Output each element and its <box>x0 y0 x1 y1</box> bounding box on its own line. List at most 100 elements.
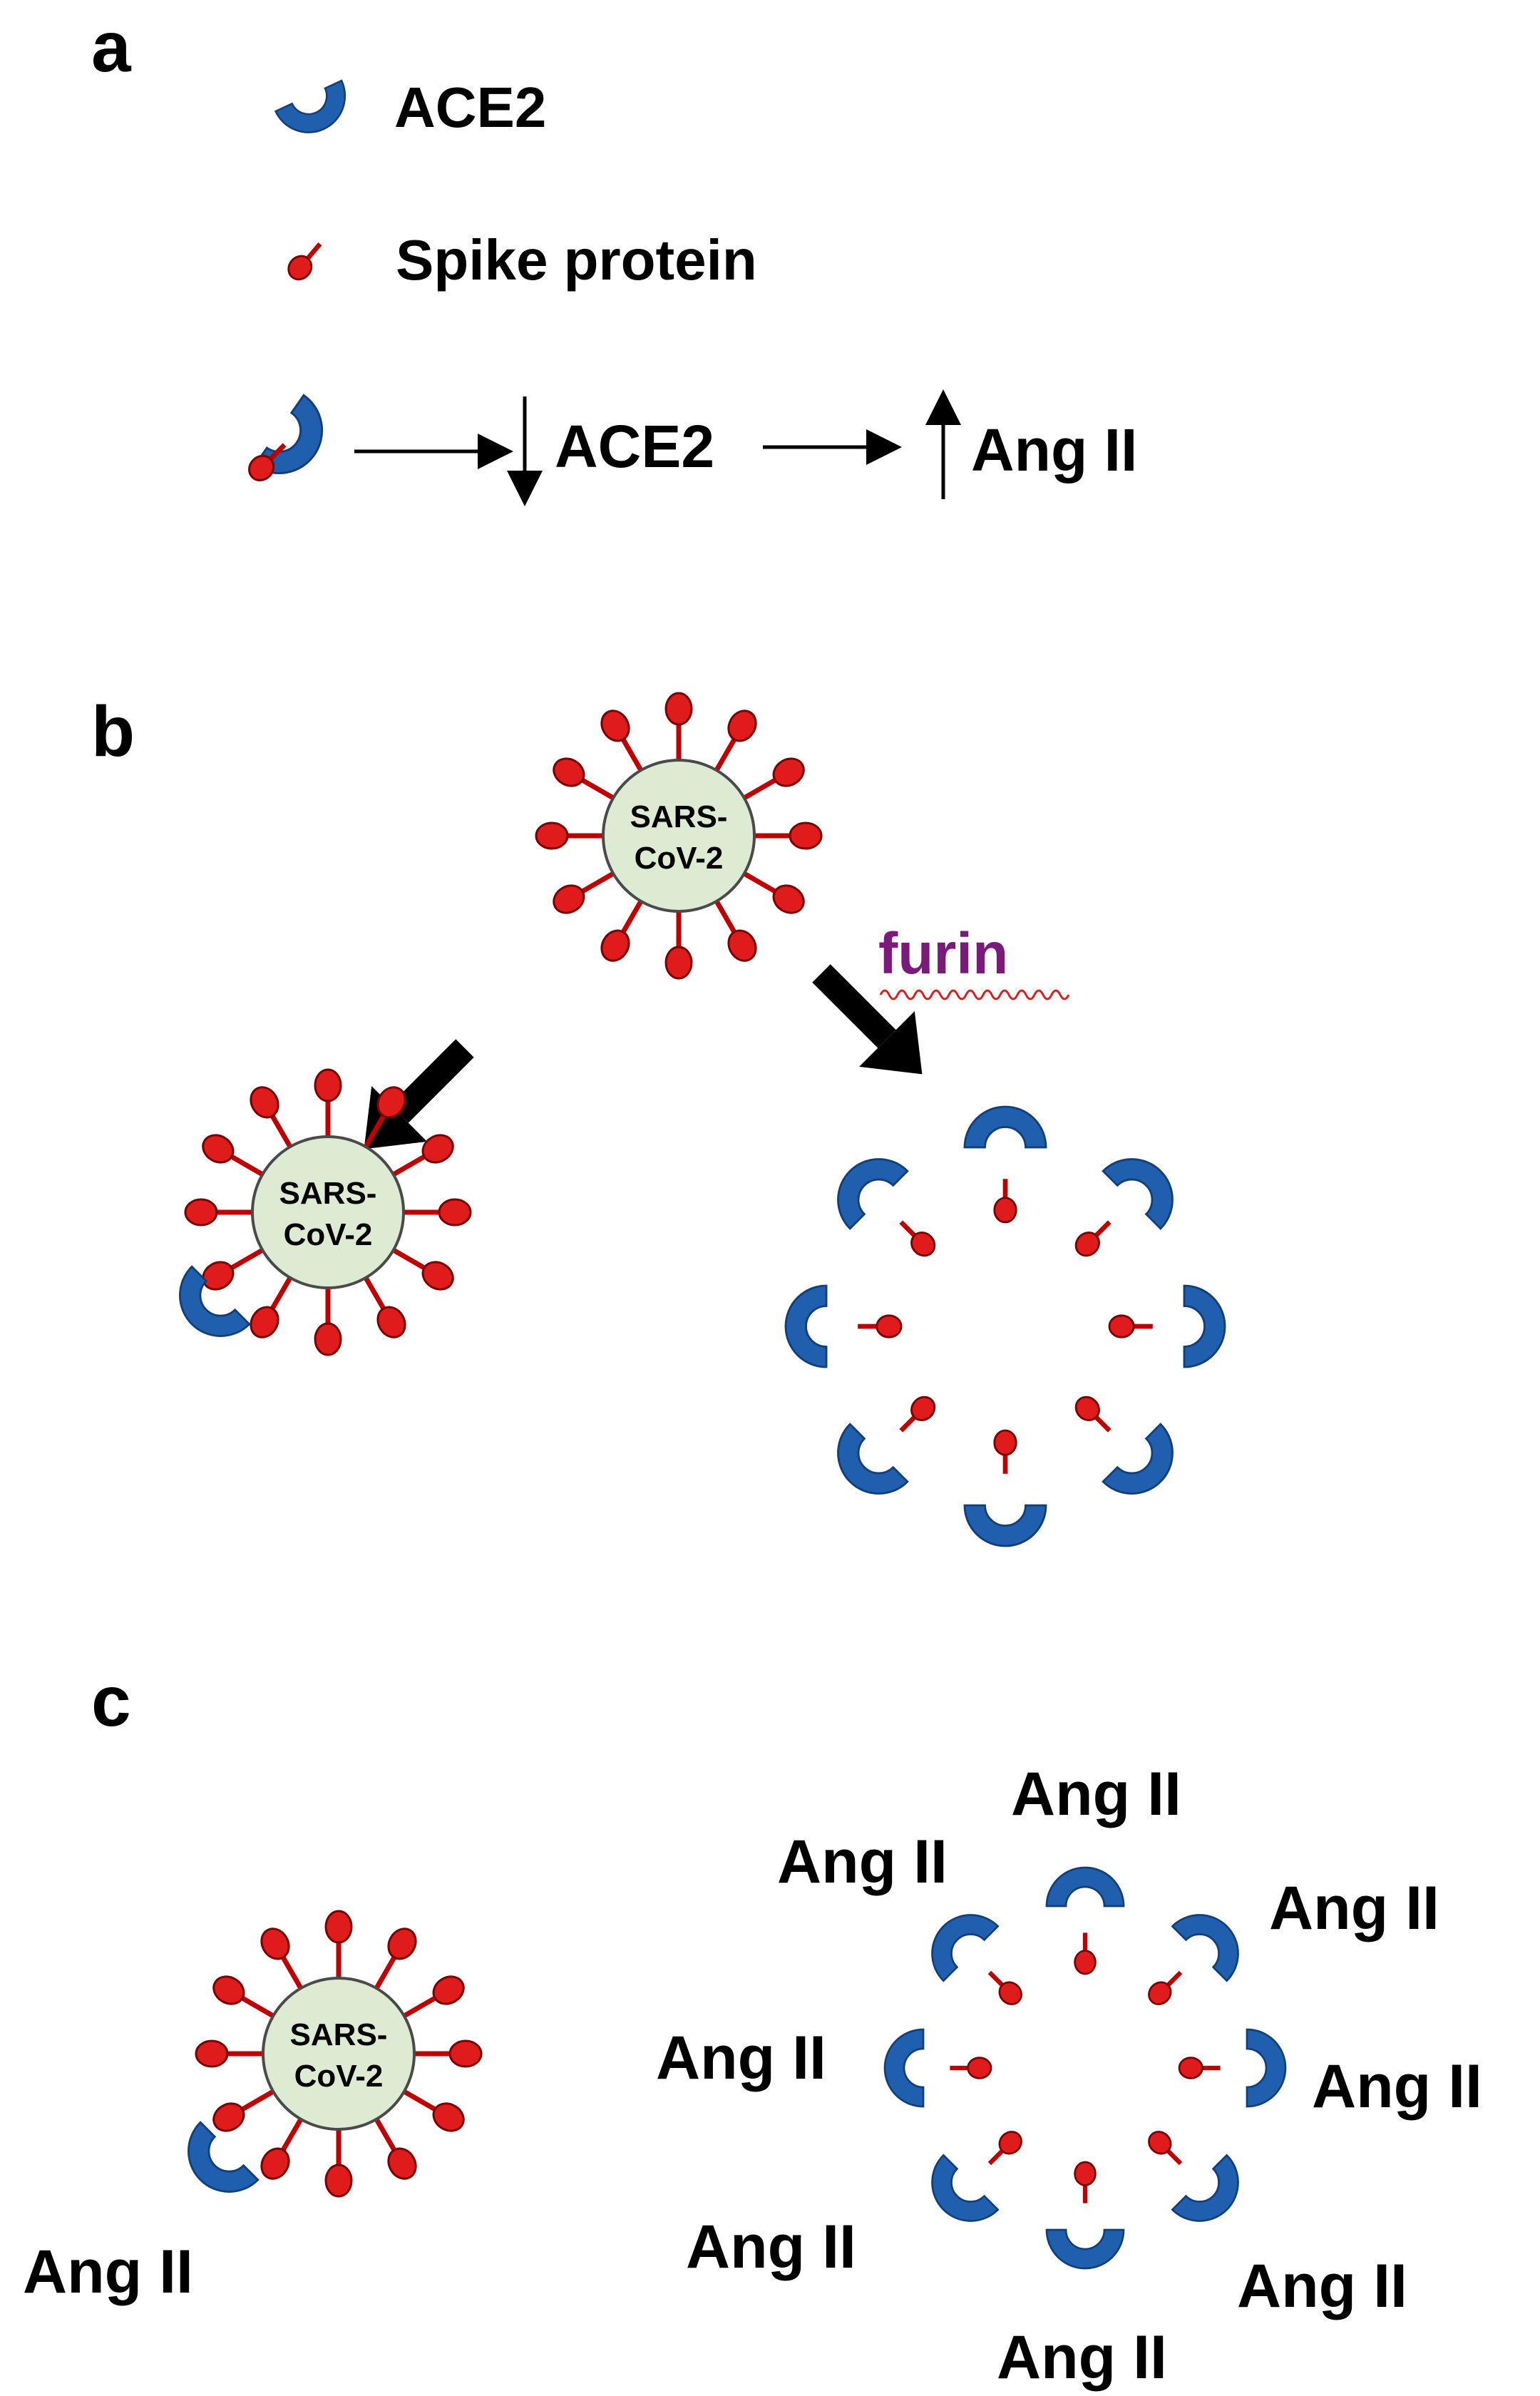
virus-top-label-1: SARS- <box>630 799 728 834</box>
ang-ii-label-left: Ang II <box>656 2024 826 2092</box>
shed-spike-icon <box>1179 2058 1221 2079</box>
virus-spike-head <box>421 1134 454 1164</box>
ang-ii-increase-label: Ang II <box>971 416 1137 483</box>
virus-spike-head <box>212 2102 245 2132</box>
virus-spike-head <box>727 929 757 962</box>
virus-spike-head <box>376 1306 406 1338</box>
virus-spike-stem <box>712 896 739 936</box>
shed-ace2-icon <box>1045 2228 1125 2270</box>
virus-bound-label-2: CoV-2 <box>284 1217 373 1252</box>
virus-spike-stem <box>388 1245 428 1272</box>
shed-spike-icon <box>1144 2127 1188 2171</box>
virus-spike-stem <box>227 1245 268 1272</box>
virus-spike-head <box>387 2147 417 2180</box>
virus-spike-stem <box>361 1272 388 1313</box>
virus-spike-head <box>789 821 823 850</box>
virus-spike-head <box>324 2164 353 2198</box>
legend-spike-label: Spike protein <box>396 228 757 292</box>
bound-ace2-c <box>170 2121 260 2210</box>
virus-spike-head <box>421 1261 454 1291</box>
virus-spike-stem <box>399 1994 439 2021</box>
ang-ii-label-bound: Ang II <box>23 2238 193 2306</box>
virus-spike-head <box>376 1086 406 1119</box>
virus-spike-head <box>314 1322 342 1356</box>
ang-ii-label-top: Ang II <box>1011 1760 1181 1828</box>
virus-spike-head <box>387 1927 417 1960</box>
shed-ace2-icon <box>1045 1866 1125 1908</box>
shed-spike-icon <box>1144 1965 1188 2009</box>
shed-spike-icon <box>1109 1316 1153 1337</box>
shed-ace2-icon <box>915 2154 1000 2238</box>
virus-spike-stem <box>578 776 619 803</box>
virus-c-label-2: CoV-2 <box>294 2059 384 2094</box>
virus-spike-stem <box>399 2087 439 2114</box>
shed-spike-icon <box>858 1316 901 1337</box>
ang-ii-label-lower-right: Ang II <box>1237 2252 1407 2320</box>
virus-spike-head <box>535 821 569 850</box>
virus-spike-stem <box>268 1112 295 1152</box>
virus-spike-stem <box>268 1272 295 1313</box>
virus-spike-stem <box>279 2114 306 2154</box>
virus-spike-head <box>432 1975 465 2005</box>
virus-spike-head <box>202 1134 235 1164</box>
shed-ace2-icon <box>1102 1141 1191 1230</box>
virus-spike-head <box>212 1975 245 2005</box>
virus-spike-head <box>260 1927 290 1960</box>
virus-spike-stem <box>371 2114 399 2154</box>
panel-label-b: b <box>91 692 135 772</box>
shed-ace2-icon <box>820 1141 909 1230</box>
virus-spike-head <box>250 1306 279 1338</box>
virus-spike-head <box>314 1068 342 1102</box>
bound-ace2-b <box>162 1265 251 1354</box>
virus-spike-stem <box>227 1152 268 1179</box>
virus-top: SARS- CoV-2 <box>535 692 823 980</box>
shed-ace2-icon <box>963 1105 1047 1149</box>
virus-spike-stem <box>739 776 779 803</box>
ang-ii-label-upper-left: Ang II <box>777 1828 948 1896</box>
virus-spike-stem <box>739 869 779 896</box>
virus-spike-head <box>195 2039 229 2068</box>
legend-spike-icon <box>284 237 328 284</box>
shed-spike-icon <box>1071 1214 1116 1260</box>
arrow-right-thick <box>812 964 923 1075</box>
virus-spike-stem <box>578 869 619 896</box>
virus-spike-head <box>250 1086 279 1119</box>
virus-spike-head <box>664 692 693 726</box>
shed-ace2-icon <box>1171 2154 1256 2238</box>
virus-bound: SARS- CoV-2 <box>184 1068 472 1356</box>
virus-spike-head <box>324 1910 353 1944</box>
virus-spike-head <box>727 710 757 742</box>
shed-ace2-icon <box>1183 1284 1226 1368</box>
shed-spike-icon <box>893 1214 939 1260</box>
shed-spike-icon <box>1071 1392 1116 1438</box>
virus-spike-stem <box>361 1112 388 1152</box>
virus-spike-stem <box>388 1152 428 1179</box>
virus-spike-stem <box>619 735 646 776</box>
virus-spike-stem <box>712 735 739 776</box>
ang-ii-label-bottom: Ang II <box>997 2323 1167 2392</box>
virus-bound-label-1: SARS- <box>279 1176 377 1211</box>
shed-ace2-icon <box>1102 1423 1191 1512</box>
virus-top-label-2: CoV-2 <box>635 841 724 876</box>
virus-spike-head <box>600 929 630 962</box>
virus-spike-head <box>438 1198 472 1227</box>
shed-ace2-icon <box>820 1423 909 1512</box>
virus-spike-head <box>553 757 585 787</box>
legend-ace2-label: ACE2 <box>394 76 546 139</box>
furin-label: furin <box>878 921 1008 986</box>
shed-ace2-icon <box>963 1504 1047 1547</box>
virus-spike-stem <box>371 1953 399 1994</box>
virus-spike-head <box>432 2102 465 2132</box>
virus-spike-stem <box>238 1994 279 2021</box>
ang-ii-label-right: Ang II <box>1312 2052 1482 2121</box>
virus-c-label-1: SARS- <box>290 2017 388 2052</box>
shed-spike-icon <box>995 1430 1016 1474</box>
virus-spike-stem <box>238 2087 279 2114</box>
shed-spike-icon <box>893 1392 939 1438</box>
ang-ii-label-lower-left: Ang II <box>686 2213 856 2281</box>
virus-spike-head <box>448 2039 483 2068</box>
virus-spike-head <box>600 710 630 742</box>
virus-spike-head <box>772 757 805 787</box>
shed-spike-icon <box>995 1179 1016 1222</box>
